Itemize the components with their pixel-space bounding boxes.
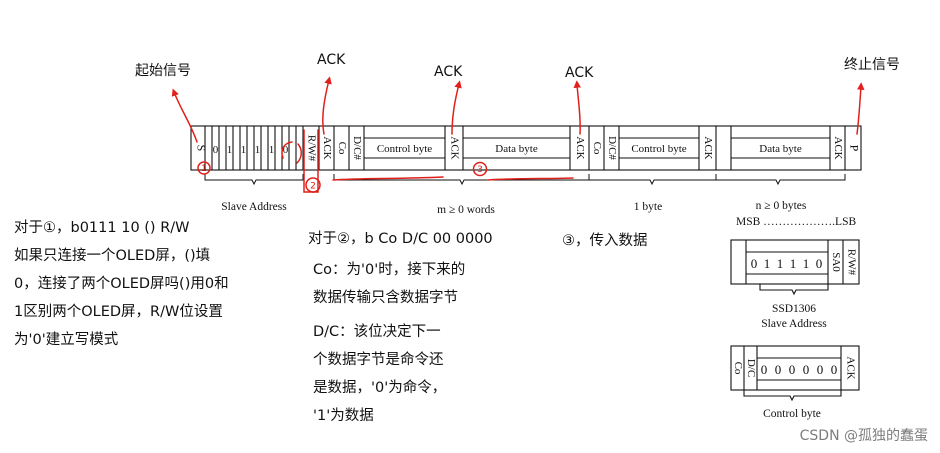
- marker-num-1: 1: [201, 164, 207, 174]
- label-ack-2: ACK: [434, 64, 463, 80]
- arrow-ack-3: [573, 80, 581, 135]
- bracket-control-byte: [743, 390, 842, 402]
- arrow-ack-1: [322, 76, 332, 135]
- frame-bit-1: 0: [213, 144, 219, 156]
- frame-ack-2: ACK: [448, 136, 460, 159]
- ctrl-bit-3: 0: [789, 362, 796, 377]
- addr-bit-5: 1: [803, 256, 810, 271]
- frame-p: P: [847, 145, 861, 152]
- note-two-co: Co：为'0'时，接下来的 数据传输只含数据字节: [313, 262, 466, 306]
- control-byte-box: [730, 345, 860, 402]
- frame-data-byte-1: Data byte: [495, 143, 538, 155]
- ctrl-bit-1: 0: [761, 362, 768, 377]
- frame-s: S: [194, 145, 208, 152]
- frame-bit-2: 1: [227, 144, 233, 156]
- frame-dc-2: D/C#: [606, 136, 618, 160]
- frame-co-1: Co: [336, 142, 348, 155]
- marker-num-2: 2: [310, 182, 316, 192]
- label-start-signal: 起始信号: [135, 63, 191, 79]
- label-stop-signal: 终止信号: [844, 57, 900, 73]
- frame-rw: R/W#: [305, 135, 317, 162]
- bracket-one-byte: [588, 174, 717, 186]
- ctrl-bit-6: 0: [831, 362, 838, 377]
- frame-bit-5: 1: [269, 144, 275, 156]
- label-ack-1: ACK: [317, 52, 346, 68]
- paren-close-mark: [296, 143, 302, 164]
- ctrl-bit-5: 0: [817, 362, 824, 377]
- frame-bit-4: 1: [255, 144, 261, 156]
- frame-dc-1: D/C#: [351, 136, 363, 160]
- note-one: 对于①，b0111 10 () R/W 如果只连接一个OLED屏，()填 0，连…: [14, 220, 229, 348]
- ctrl-co: Co: [732, 362, 744, 375]
- addr-sa0: SA0: [830, 252, 842, 272]
- red-annotations: [171, 76, 865, 193]
- note-two: 对于②，b Co D/C 00 0000: [308, 231, 493, 247]
- bracket-slave-address: [204, 174, 304, 186]
- addr-rw: R/W#: [845, 249, 857, 276]
- underline-control: [332, 176, 444, 181]
- rw-box-mark: [303, 129, 319, 193]
- ssd-sub: Slave Address: [761, 318, 827, 330]
- addr-bit-3: 1: [777, 256, 784, 271]
- frame-data-byte-2: Data byte: [759, 143, 802, 155]
- ctrl-caption: Control byte: [763, 408, 821, 420]
- arrow-start: [171, 88, 198, 143]
- frame-co-2: Co: [591, 142, 603, 155]
- msb-lsb: MSB ……………….LSB: [736, 216, 856, 228]
- bracket-n-bytes: [715, 174, 846, 186]
- bracket-ssd-address: [759, 284, 829, 296]
- marker-circle-1: [197, 161, 211, 175]
- ctrl-bit-4: 0: [803, 362, 810, 377]
- frame-control-byte-2: Control byte: [631, 143, 686, 155]
- frame-ack-5: ACK: [832, 136, 844, 159]
- frame-bit-3: 1: [241, 144, 247, 156]
- ssd-title: SSD1306: [772, 303, 816, 315]
- i2c-frame: [190, 125, 862, 171]
- addr-bit-6: 0: [816, 256, 823, 271]
- ctrl-dc: D/C: [745, 359, 757, 377]
- label-ack-3: ACK: [565, 65, 594, 81]
- frame-bit-6: 0: [283, 144, 289, 156]
- label-one-byte: 1 byte: [634, 201, 662, 213]
- ctrl-bit-2: 0: [775, 362, 782, 377]
- label-m-words: m ≥ 0 words: [437, 204, 495, 216]
- arrow-ack-2: [451, 80, 462, 135]
- underline-data: [487, 177, 574, 181]
- addr-bit-2: 1: [764, 256, 771, 271]
- frame-ack-1: ACK: [321, 136, 333, 159]
- addr-bit-1: 0: [751, 256, 758, 271]
- label-n-bytes: n ≥ 0 bytes: [756, 200, 807, 212]
- frame-ack-4: ACK: [702, 136, 714, 159]
- frame-control-byte-1: Control byte: [377, 143, 432, 155]
- note-three: ③，传入数据: [562, 233, 648, 249]
- ctrl-ack: ACK: [844, 356, 856, 379]
- label-slave-address: Slave Address: [221, 201, 287, 213]
- frame-ack-3: ACK: [574, 136, 586, 159]
- marker-num-3: 3: [477, 165, 483, 175]
- marker-circle-3: [472, 161, 488, 177]
- note-two-dc: D/C：该位决定下一 个数据字节是命令还 是数据，'0'为命令， '1'为数据: [313, 324, 447, 424]
- frame-outline: [190, 125, 862, 171]
- watermark: CSDN @孤独的蠢蛋: [799, 428, 928, 444]
- addr-bit-4: 1: [790, 256, 797, 271]
- slave-address-box: [730, 239, 860, 296]
- arrow-stop: [856, 82, 865, 135]
- paren-open-mark: [281, 141, 293, 159]
